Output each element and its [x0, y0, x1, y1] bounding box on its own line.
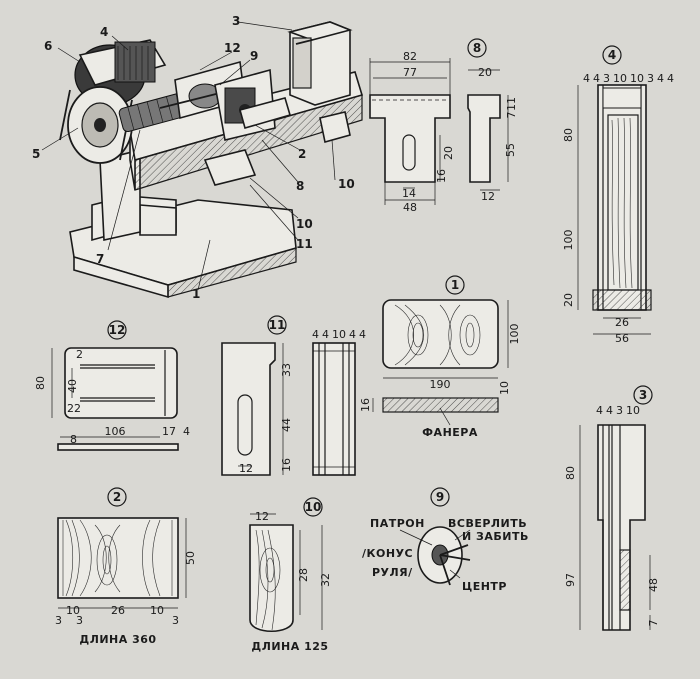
part-11-dim-12: 12 — [239, 462, 253, 475]
part-9-center: ЦЕНТР — [462, 580, 507, 593]
part-1-id: 1 — [451, 278, 459, 292]
part-12-drawing: 12 80 2 40 22 106 8 17 4 — [34, 320, 190, 451]
part-12-dim-2: 2 — [76, 348, 83, 361]
part-4-dim-80: 80 — [562, 128, 575, 142]
callout-11: 11 — [296, 237, 313, 251]
part-8-dim-14: 14 — [402, 187, 416, 200]
part-11-dim-16: 16 — [280, 458, 293, 472]
part-9-chuck: ПАТРОН — [370, 517, 425, 530]
part-4-id: 4 — [608, 48, 616, 62]
part-11-dim-44: 44 — [280, 418, 293, 432]
callout-6: 6 — [44, 39, 52, 53]
callout-2: 2 — [298, 147, 306, 161]
callout-10b: 10 — [296, 217, 313, 231]
callout-5: 5 — [32, 147, 40, 161]
part-10-length: ДЛИНА 125 — [251, 640, 328, 653]
part-1-drawing: 1 100 190 16 10 ФАНЕРА — [359, 275, 521, 439]
part-12-dim-80: 80 — [34, 376, 47, 390]
part-9-cone1: /КОНУС — [362, 547, 413, 560]
part-2-dim-3a: 3 — [55, 614, 62, 627]
part-2-dim-3c: 3 — [172, 614, 179, 627]
part-8-dim-side-20: 20 — [478, 66, 492, 79]
callout-4: 4 — [100, 25, 108, 39]
part-1-dim-16: 16 — [359, 398, 372, 412]
part-9-drawing: 9 ПАТРОН ВСВЕРЛИТЬ И ЗАБИТЬ /КОНУС РУЛЯ/… — [362, 487, 529, 593]
part-12-dim-17: 17 — [162, 425, 176, 438]
part-2-dim-50: 50 — [184, 551, 197, 565]
callout-10a: 10 — [338, 177, 355, 191]
part-12-dim-40: 40 — [66, 379, 79, 393]
part-2-id: 2 — [113, 490, 121, 504]
part-3-dim-48: 48 — [647, 578, 660, 592]
callout-7: 7 — [96, 252, 104, 266]
part-12-id: 12 — [109, 323, 126, 337]
part-4-dim-100: 100 — [562, 230, 575, 251]
part-12-dim-22: 22 — [67, 402, 81, 415]
part-9-cut: И ЗАБИТЬ — [462, 530, 529, 543]
part-8-drawing: 8 82 77 48 14 20 16 20 11 7 55 12 — [369, 38, 518, 214]
part-3-id: 3 — [639, 388, 647, 402]
part-11-dim-33: 33 — [280, 363, 293, 377]
part-3-dim-80: 80 — [564, 466, 577, 480]
part-10-dim-32: 32 — [319, 573, 332, 587]
part-8-dim-20: 20 — [442, 146, 455, 160]
part-9-cone2: РУЛЯ/ — [372, 566, 413, 579]
part-1-dim-190: 190 — [430, 378, 451, 391]
part-11-id: 11 — [269, 318, 286, 332]
part-12-dim-106: 106 — [105, 425, 126, 438]
part-1-material: ФАНЕРА — [422, 426, 478, 439]
part-8-dim-11: 11 — [505, 97, 518, 111]
part-8-dim-77: 77 — [403, 66, 417, 79]
part-2-dim-26: 26 — [111, 604, 125, 617]
callout-9: 9 — [250, 49, 258, 63]
lathe-illustration: 3 4 6 12 9 5 7 2 8 10 10 11 1 — [32, 14, 364, 301]
callout-1: 1 — [192, 287, 200, 301]
part-10-drawing: 10 12 28 32 ДЛИНА 125 — [249, 497, 332, 653]
part-3-dim-7: 7 — [647, 620, 660, 627]
part-8-dim-48: 48 — [403, 201, 417, 214]
part-4-dim-56: 56 — [615, 332, 629, 345]
part-8-dim-7: 7 — [505, 112, 518, 119]
callout-12: 12 — [224, 41, 241, 55]
part-2-dim-3b: 3 — [76, 614, 83, 627]
part-8-id: 8 — [473, 41, 481, 55]
part-10-dim-12: 12 — [255, 510, 269, 523]
part-1-dim-100: 100 — [508, 324, 521, 345]
part-3-dim-97: 97 — [564, 573, 577, 587]
part-9-drill: ВСВЕРЛИТЬ — [448, 517, 527, 530]
part-4-dim-20: 20 — [562, 293, 575, 307]
callout-8: 8 — [296, 179, 304, 193]
part-12-dim-8: 8 — [70, 433, 77, 446]
part-10-dim-28: 28 — [297, 568, 310, 582]
part-12-dim-4: 4 — [183, 425, 190, 438]
part-2-drawing: 2 50 3 10 3 26 10 3 ДЛИНА 360 — [55, 487, 197, 646]
part-2-dim-10b: 10 — [150, 604, 164, 617]
part-1-dim-10: 10 — [498, 381, 511, 395]
part-10-id: 10 — [305, 500, 322, 514]
part-4-dim-26: 26 — [615, 316, 629, 329]
part-8-dim-12: 12 — [481, 190, 495, 203]
part-8-dim-82: 82 — [403, 50, 417, 63]
part-2-dim-10a: 10 — [66, 604, 80, 617]
part-8-dim-55: 55 — [504, 143, 517, 157]
part-8-dim-16: 16 — [435, 169, 448, 183]
callout-3: 3 — [232, 14, 240, 28]
part-2-length: ДЛИНА 360 — [79, 633, 156, 646]
part-9-id: 9 — [436, 490, 444, 504]
